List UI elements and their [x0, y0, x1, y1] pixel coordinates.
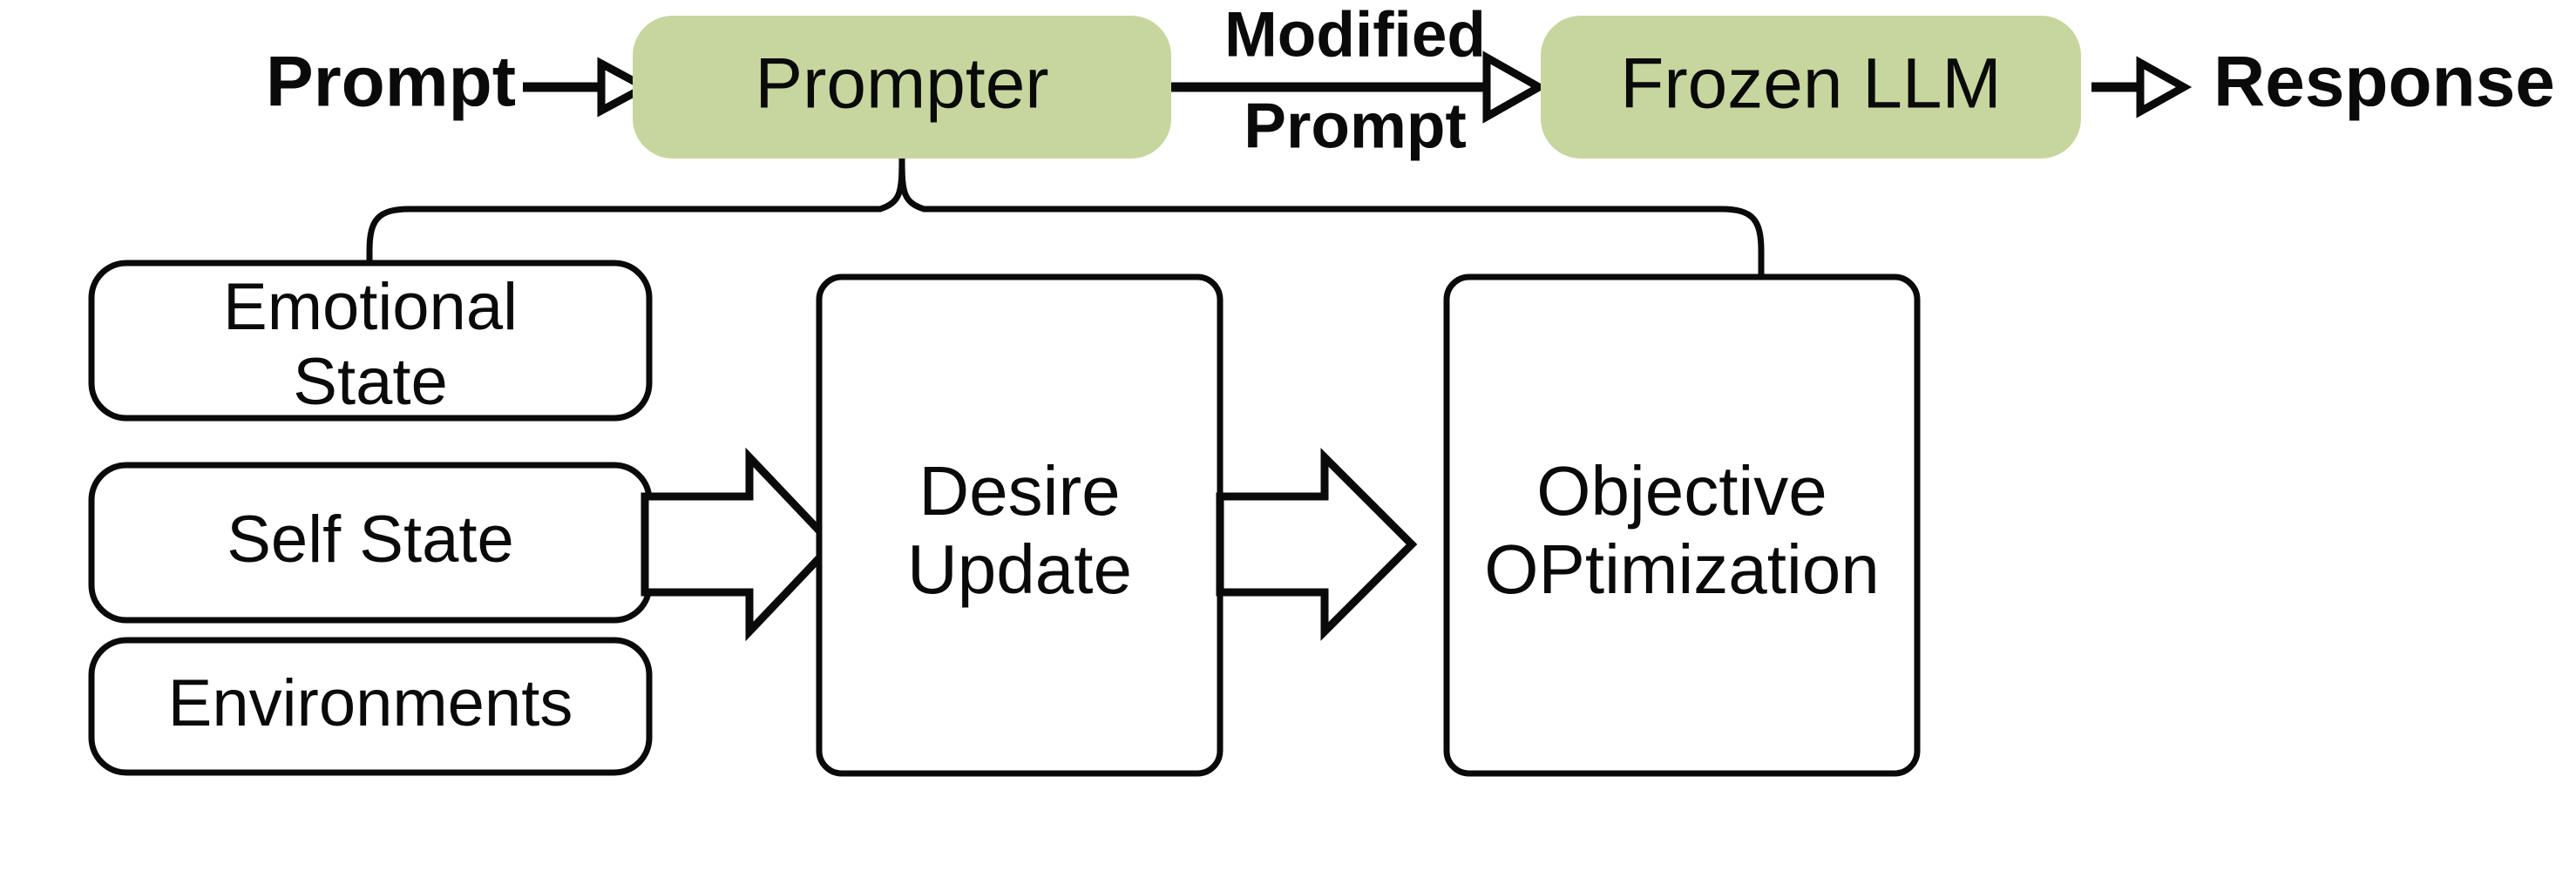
brace-connector-prompter-to-modules — [366, 158, 1765, 279]
edge-label-modified-prompt-line1: Modified — [1224, 0, 1486, 70]
arrow-modified-prompt — [1171, 51, 1548, 124]
node-objective-optimization-label-line1: Objective — [1536, 452, 1827, 530]
node-desire-update-label-line2: Update — [907, 530, 1132, 608]
node-prompter-label: Prompter — [755, 44, 1048, 124]
block-arrow-desire-update-to-objective-optimization — [1216, 448, 1418, 641]
node-emotional-state[interactable]: Emotional State — [88, 260, 653, 422]
edge-label-modified-prompt-line2: Prompt — [1244, 91, 1467, 161]
node-emotional-state-label-line1: Emotional — [223, 270, 518, 344]
block-arrow-self-state-to-desire-update — [641, 447, 838, 642]
input-label-prompt: Prompt — [266, 43, 516, 122]
node-frozen-llm[interactable]: Frozen LLM — [1541, 16, 2081, 159]
node-prompter[interactable]: Prompter — [633, 16, 1171, 159]
node-desire-update[interactable]: Desire Update — [816, 273, 1224, 777]
node-environments[interactable]: Environments — [88, 637, 653, 776]
node-objective-optimization[interactable]: Objective OPtimization — [1443, 273, 1921, 777]
node-desire-update-label-line1: Desire — [919, 452, 1120, 530]
arrow-prompt-to-prompter — [523, 57, 654, 118]
node-frozen-llm-label: Frozen LLM — [1620, 44, 2002, 124]
node-self-state[interactable]: Self State — [88, 462, 653, 624]
arrow-llm-to-response — [2091, 56, 2193, 118]
node-self-state-label: Self State — [227, 503, 514, 577]
output-label-response: Response — [2213, 43, 2555, 122]
node-emotional-state-label-line2: State — [293, 345, 447, 419]
node-environments-label: Environments — [168, 666, 573, 740]
node-objective-optimization-label-line2: OPtimization — [1484, 530, 1879, 608]
